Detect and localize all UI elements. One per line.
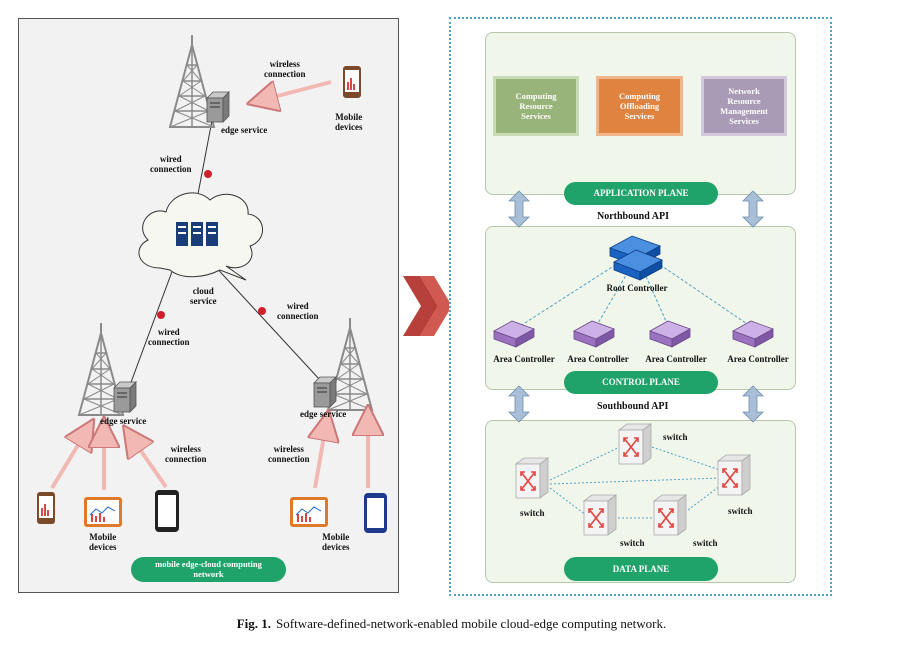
link-dot-icon <box>204 170 212 178</box>
transition-chevron-icon <box>403 276 452 336</box>
figure-caption: Fig. 1. Software-defined-network-enabled … <box>0 616 903 632</box>
area-controller-icon <box>732 320 774 348</box>
cloud-service-label: cloud service <box>190 286 217 307</box>
left-edge-service-label: edge service <box>100 416 147 426</box>
wired-connection-label-top: wired connection <box>150 154 192 175</box>
switch-label: switch <box>620 538 645 548</box>
switch-label: switch <box>520 508 545 518</box>
wireless-arrow-top <box>262 80 332 100</box>
northbound-right-arrow-icon <box>742 190 764 228</box>
northbound-api-label: Northbound API <box>597 211 669 222</box>
wireless-arrow <box>315 425 326 489</box>
southbound-right-arrow-icon <box>742 385 764 423</box>
root-controller-label: Root Controller <box>606 283 668 293</box>
computing-resource-services-box: Computing Resource Services <box>493 76 579 136</box>
switch-icon <box>653 494 687 536</box>
figure-caption-prefix: Fig. 1. <box>236 616 272 631</box>
switch-links <box>549 446 721 519</box>
network-resource-management-services-box: Network Resource Management Services <box>701 76 787 136</box>
area-controller-label: Area Controller <box>567 354 629 364</box>
root-controller-icon <box>609 235 663 281</box>
switch-icon <box>717 454 751 496</box>
southbound-api-label: Southbound API <box>597 401 669 412</box>
figure-caption-text: Software-defined-network-enabled mobile … <box>276 616 667 631</box>
switch-label: switch <box>693 538 718 548</box>
top-edge-service-label: edge service <box>221 125 268 135</box>
link-dot-icon <box>258 307 266 315</box>
area-controller-icon <box>573 320 615 348</box>
northbound-left-arrow-icon <box>508 190 530 228</box>
area-controller-icon <box>649 320 691 348</box>
edge-cloud-network-pill: mobile edge-cloud computing network <box>131 557 286 582</box>
wireless-connection-label-left: wireless connection <box>165 444 207 465</box>
switch-label: switch <box>728 506 753 516</box>
right-edge-service-label: edge service <box>300 409 347 419</box>
wireless-connection-label-top: wireless connection <box>264 59 306 80</box>
data-plane-pill: DATA PLANE <box>564 557 718 581</box>
cloud-server-icon <box>176 222 218 246</box>
link-dot-icon <box>157 311 165 319</box>
wired-link-right <box>199 249 321 381</box>
area-controller-label: Area Controller <box>645 354 707 364</box>
wired-connection-label-right: wired connection <box>277 301 319 322</box>
area-controller-label: Area Controller <box>727 354 789 364</box>
controller-links <box>513 261 757 331</box>
wired-connection-label-left: wired connection <box>148 327 190 348</box>
wireless-arrow <box>132 438 168 489</box>
mobile-devices-label-left: Mobile devices <box>89 532 117 553</box>
control-plane-pill: CONTROL PLANE <box>564 371 718 394</box>
switch-icon <box>515 457 549 499</box>
switch-label: switch <box>663 432 688 442</box>
area-controller-label: Area Controller <box>493 354 555 364</box>
area-controller-icon <box>493 320 535 348</box>
smartphone-icon <box>155 490 179 532</box>
mobile-devices-label-top: Mobile devices <box>335 112 363 133</box>
mobile-devices-label-right: Mobile devices <box>322 532 350 553</box>
computing-offloading-services-box: Computing Offloading Services <box>596 76 683 136</box>
wireless-arrow <box>50 432 86 490</box>
application-plane-pill: APPLICATION PLANE <box>564 182 718 205</box>
smartphone-icon <box>364 493 387 533</box>
switch-icon <box>583 494 617 536</box>
southbound-left-arrow-icon <box>508 385 530 423</box>
wired-link-left <box>129 249 181 386</box>
switch-icon <box>618 423 652 465</box>
wireless-connection-label-right: wireless connection <box>268 444 310 465</box>
